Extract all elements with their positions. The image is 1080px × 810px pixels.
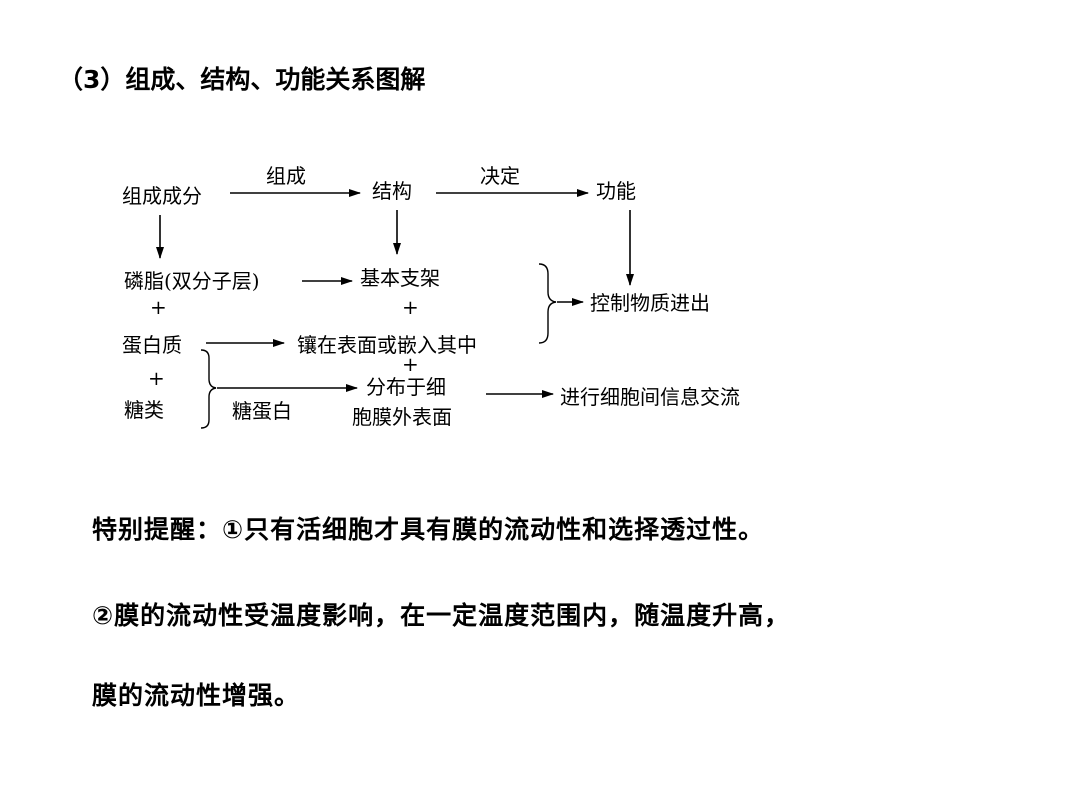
plus-mid-1: + — [402, 295, 419, 319]
plus-left-1: + — [150, 295, 167, 319]
node-phospholipid: 磷脂(双分子层) — [124, 269, 260, 293]
section-heading: （3）组成、结构、功能关系图解 — [58, 65, 426, 94]
node-function: 功能 — [596, 179, 636, 203]
node-structure: 结构 — [372, 179, 412, 203]
node-embedded: 镶在表面或嵌入其中 — [297, 333, 477, 357]
node-composition: 组成成分 — [122, 184, 202, 208]
reminder-line-1: 特别提醒：①只有活细胞才具有膜的流动性和选择透过性。 — [92, 515, 765, 544]
node-distributed-line2: 胞膜外表面 — [352, 405, 452, 429]
label-decide: 决定 — [480, 164, 520, 188]
node-control: 控制物质进出 — [590, 291, 710, 315]
node-protein: 蛋白质 — [122, 333, 182, 357]
plus-left-2: + — [148, 366, 165, 390]
node-distributed-line1: 分布于细 — [366, 375, 446, 399]
reminder-line-2: ②膜的流动性受温度影响，在一定温度范围内，随温度升高， — [92, 601, 791, 630]
left-brace — [200, 349, 217, 429]
reminder-line-3: 膜的流动性增强。 — [92, 681, 301, 710]
node-sugar: 糖类 — [124, 398, 164, 422]
plus-mid-2: + — [402, 352, 419, 376]
node-basic-framework: 基本支架 — [360, 266, 440, 290]
label-compose: 组成 — [266, 164, 306, 188]
label-glycoprotein: 糖蛋白 — [232, 399, 292, 423]
node-communication: 进行细胞间信息交流 — [560, 385, 740, 409]
right-brace — [538, 263, 557, 344]
